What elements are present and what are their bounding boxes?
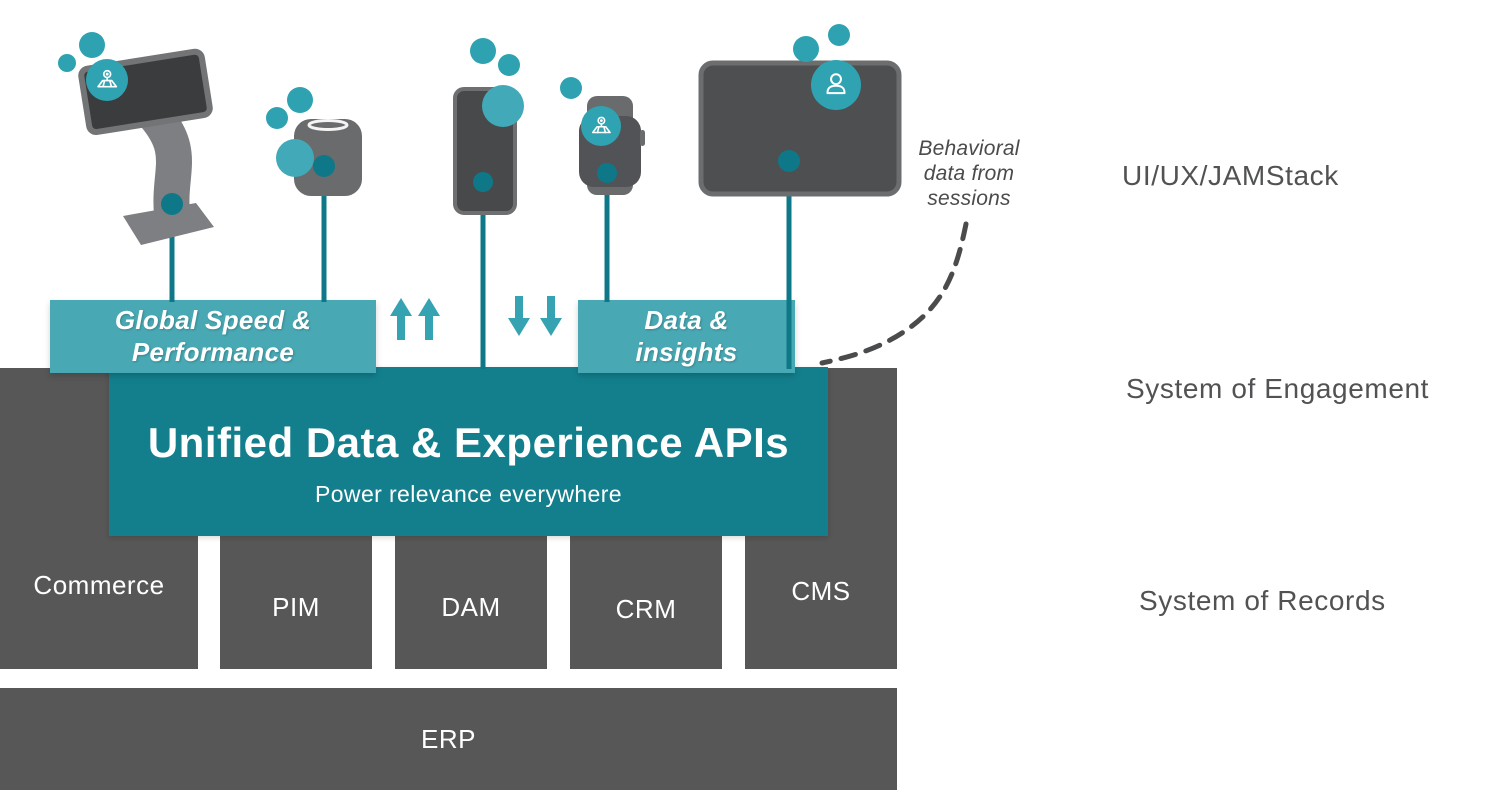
column-label: CMS: [791, 576, 851, 606]
annotation-line: Behavioral: [918, 137, 1020, 160]
data-bubble: [58, 54, 76, 72]
data-dot: [313, 155, 335, 177]
data-bubble: [828, 24, 850, 46]
data-bubble: [470, 38, 496, 64]
overlay-box-label: Global Speed & Performance: [114, 305, 312, 367]
up-arrow-icon: [390, 298, 412, 340]
badge-circle: [581, 106, 621, 146]
layer-label-jamstack: UI/UX/JAMStack: [1122, 160, 1339, 191]
up-arrow-icon: [418, 298, 440, 340]
annotation-line: data from: [923, 162, 1015, 185]
layer-label-records: System of Records: [1139, 585, 1386, 616]
data-dot: [778, 150, 800, 172]
behavioral-data-annotation: Behavioral data from sessions: [893, 136, 1045, 211]
map-pin-icon: [591, 116, 611, 134]
data-bubble: [266, 107, 288, 129]
data-dot: [161, 193, 183, 215]
badge-circle: [86, 59, 128, 101]
layer-label-engagement: System of Engagement: [1126, 373, 1430, 404]
smartphone-device: [453, 38, 524, 215]
flow-arrows: [390, 296, 562, 340]
erp-bar: ERP: [0, 688, 897, 790]
data-insights-box: Data & insights: [578, 300, 795, 373]
data-dot: [597, 163, 617, 183]
annotation-line: sessions: [927, 187, 1011, 210]
overlay-box-label: Data & insights: [635, 305, 738, 367]
data-bubble: [498, 54, 520, 76]
data-bubble: [793, 36, 819, 62]
api-box-title: Unified Data & Experience APIs: [147, 419, 790, 466]
erp-label: ERP: [421, 723, 476, 754]
global-speed-performance-box: Global Speed & Performance: [50, 300, 376, 373]
column-label: Commerce: [33, 570, 165, 600]
column-label: CRM: [615, 594, 677, 624]
data-bubble: [79, 32, 105, 58]
user-icon: [826, 73, 846, 95]
data-bubble: [560, 77, 582, 99]
map-pin-icon: [97, 69, 118, 88]
smartwatch-device: [560, 77, 645, 195]
unified-api-box: Unified Data & Experience APIs Power rel…: [109, 367, 828, 536]
data-dot: [473, 172, 493, 192]
badge-circle: [811, 60, 861, 110]
data-bubble: [276, 139, 314, 177]
column-label: DAM: [441, 592, 501, 622]
column-label: PIM: [272, 592, 320, 622]
smart-speaker-device: [266, 87, 362, 196]
dashed-connector: [819, 221, 969, 366]
down-arrow-icon: [508, 296, 530, 336]
data-bubble: [482, 85, 524, 127]
kiosk-device: [58, 32, 214, 245]
data-bubble: [287, 87, 313, 113]
down-arrow-icon: [540, 296, 562, 336]
tv-screen-device: [698, 24, 902, 197]
api-box-subtitle: Power relevance everywhere: [315, 481, 622, 507]
